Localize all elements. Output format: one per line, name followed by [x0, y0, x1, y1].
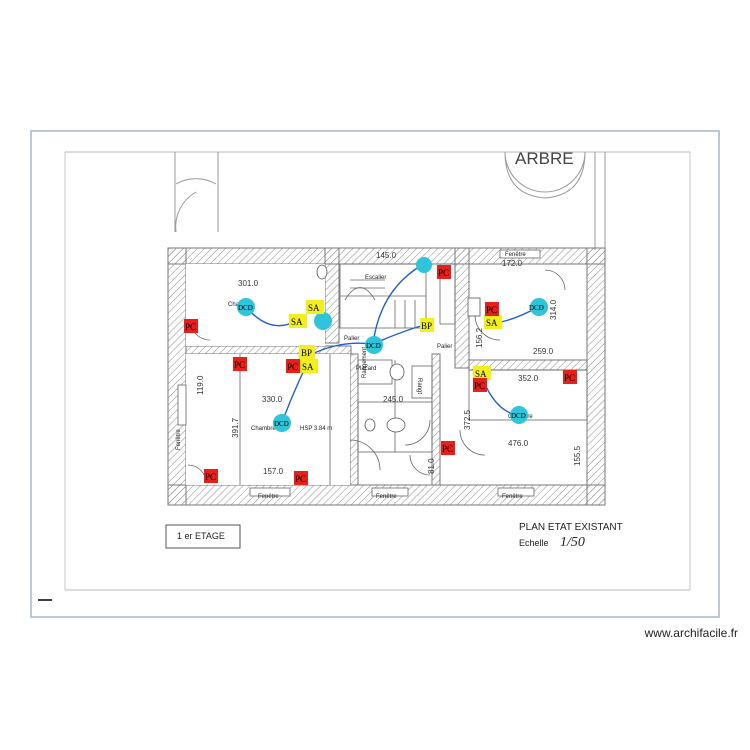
window-label-bottom-left: Fenêtre — [258, 494, 279, 500]
sa-label-3: SA — [302, 362, 314, 372]
bp-label-2: BP — [421, 321, 432, 331]
pc-label-10: PC — [295, 474, 306, 484]
floor-label: 1 er ETAGE — [177, 531, 225, 541]
scale-value: 1/50 — [560, 535, 585, 550]
dim-156: 156.2 — [475, 327, 484, 348]
pc-label-1: PC — [185, 322, 196, 332]
room-escalier: Escalier — [365, 275, 386, 281]
bp-label: BP — [301, 348, 312, 358]
pc-marker-6 — [563, 370, 577, 384]
pc-label-2: PC — [234, 360, 245, 370]
pc-marker-10 — [294, 471, 308, 485]
dcd-marker-6 — [314, 312, 332, 330]
sheet-frame — [30, 130, 720, 618]
dim-372: 372.5 — [463, 409, 472, 430]
room-palier-left: Palier — [344, 336, 359, 342]
dcd-markers: DCD DCD DCD DCD DCD — [237, 257, 548, 432]
bp-marker — [299, 345, 315, 359]
room-hsp: HSP 3.84 m — [300, 426, 332, 432]
dim-81: 81.0 — [427, 458, 436, 474]
pc-label-8: PC — [442, 444, 453, 454]
dcd-marker-5 — [510, 406, 528, 424]
floor-label-box — [165, 524, 241, 549]
pc-label-4: PC — [438, 268, 449, 278]
plan-title: PLAN ETAT EXISTANT — [519, 522, 623, 533]
scale-label: Echelle — [519, 538, 549, 548]
window-label-side: Fenêtre — [176, 429, 182, 450]
sa-label-2: SA — [291, 317, 303, 327]
dim-157: 157.0 — [263, 467, 284, 476]
sa-label-4: SA — [486, 318, 498, 328]
room-palier-right: Palier — [437, 344, 452, 350]
dcd-label-5: DCD — [511, 412, 526, 420]
pc-label-3: PC — [287, 362, 298, 372]
room-rangement: Rangement — [362, 347, 368, 378]
dim-314: 314.0 — [549, 299, 558, 320]
dcd-marker-4 — [273, 414, 291, 432]
room-placard: Placard — [356, 366, 376, 372]
dim-145: 145.0 — [376, 251, 397, 260]
dcd-marker-1 — [237, 298, 255, 316]
dim-172: 172.0 — [502, 259, 523, 268]
pc-label-7: PC — [474, 381, 485, 391]
dim-330: 330.0 — [262, 395, 283, 404]
dim-301: 301.0 — [238, 279, 259, 288]
pc-marker-4 — [437, 265, 451, 279]
sa-marker-2 — [289, 314, 307, 328]
pc-marker-8 — [441, 441, 455, 455]
pc-marker-7 — [473, 378, 487, 392]
dcd-marker-3 — [530, 298, 548, 316]
pc-marker-2 — [233, 357, 247, 371]
dcd-label-2: DCD — [366, 342, 381, 350]
dcd-label-1: DCD — [238, 304, 253, 312]
pc-label-5: PC — [486, 305, 497, 315]
fixtures — [316, 264, 481, 433]
sa-marker-1 — [306, 300, 324, 314]
sa-markers: SA SA SA SA SA BP BP — [289, 300, 502, 380]
sa-marker-3 — [300, 359, 318, 373]
dcd-label-3: DCD — [529, 304, 544, 312]
sa-label-1: SA — [308, 303, 320, 313]
dim-259: 259.0 — [533, 347, 554, 356]
window-frames — [177, 249, 541, 497]
sa-marker-4 — [484, 315, 502, 329]
dim-119: 119.0 — [196, 375, 205, 395]
pc-marker-1 — [184, 319, 198, 333]
tree-outline — [504, 151, 586, 199]
pc-marker-3 — [286, 359, 300, 373]
window-label-bottom-right: Fenêtre — [502, 494, 523, 500]
dim-245: 245.0 — [383, 395, 404, 404]
sa-label-5: SA — [475, 369, 487, 379]
dim-352: 352.0 — [518, 374, 539, 383]
dcd-label-4: DCD — [274, 420, 289, 428]
window-label-top: Fenêtre — [505, 252, 526, 258]
pc-label-9: PC — [205, 472, 216, 482]
dcd-marker-7 — [416, 257, 432, 273]
window-label-bottom-mid: Fenêtre — [376, 494, 397, 500]
pc-label-6: PC — [564, 373, 575, 383]
tree-label: ARBRE — [515, 149, 574, 168]
dim-391: 391.7 — [231, 417, 240, 438]
pc-marker-9 — [204, 469, 218, 483]
sa-marker-5 — [473, 366, 491, 380]
room-rangt: Rangt — [416, 378, 422, 394]
pc-markers: PC PC PC PC PC PC PC PC PC PC — [184, 265, 577, 485]
dim-155: 155.5 — [573, 445, 582, 466]
credit-text: www.archifacile.fr — [644, 626, 738, 640]
room-chambre-main: Chambre — [251, 426, 276, 432]
bp-marker-2 — [420, 318, 434, 332]
dim-476: 476.0 — [508, 439, 529, 448]
dcd-marker-2 — [365, 336, 383, 354]
pc-marker-5 — [485, 302, 499, 316]
